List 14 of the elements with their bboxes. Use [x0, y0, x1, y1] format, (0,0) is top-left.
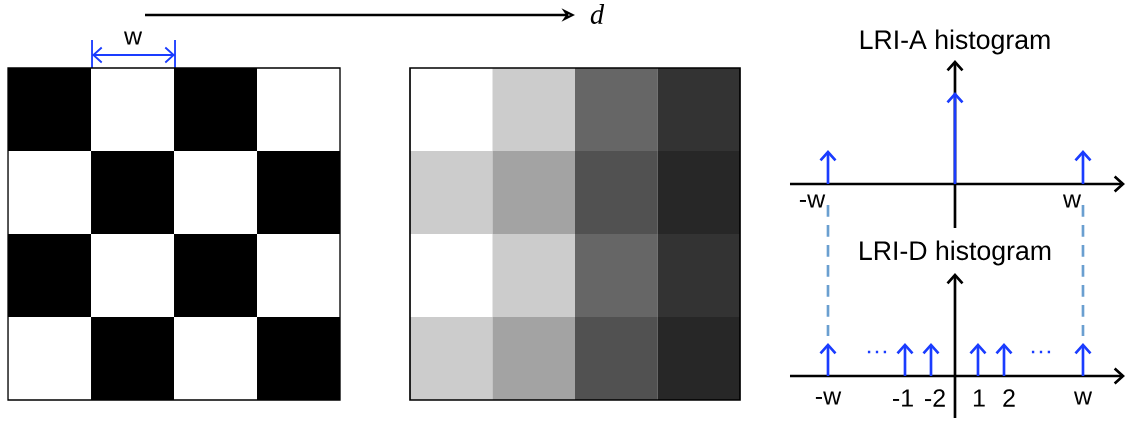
ellipsis: …: [867, 350, 887, 354]
ellipsis: …: [1031, 350, 1051, 354]
axis-label: 1: [973, 389, 985, 407]
axis-label: -2: [925, 389, 945, 407]
axis-label: -w: [815, 391, 842, 405]
histogram-title: LRI-A histogram: [860, 29, 1050, 55]
axis-label: w: [1062, 194, 1082, 208]
axis-label: w: [1073, 391, 1093, 405]
dimension-label: w: [123, 31, 143, 45]
axis-label: 2: [1003, 389, 1015, 407]
axis-label: -w: [799, 194, 826, 208]
histogram-title: LRI-D histogram: [860, 240, 1051, 266]
direction-label: d: [590, 4, 605, 24]
axis-label: -1: [893, 389, 913, 407]
